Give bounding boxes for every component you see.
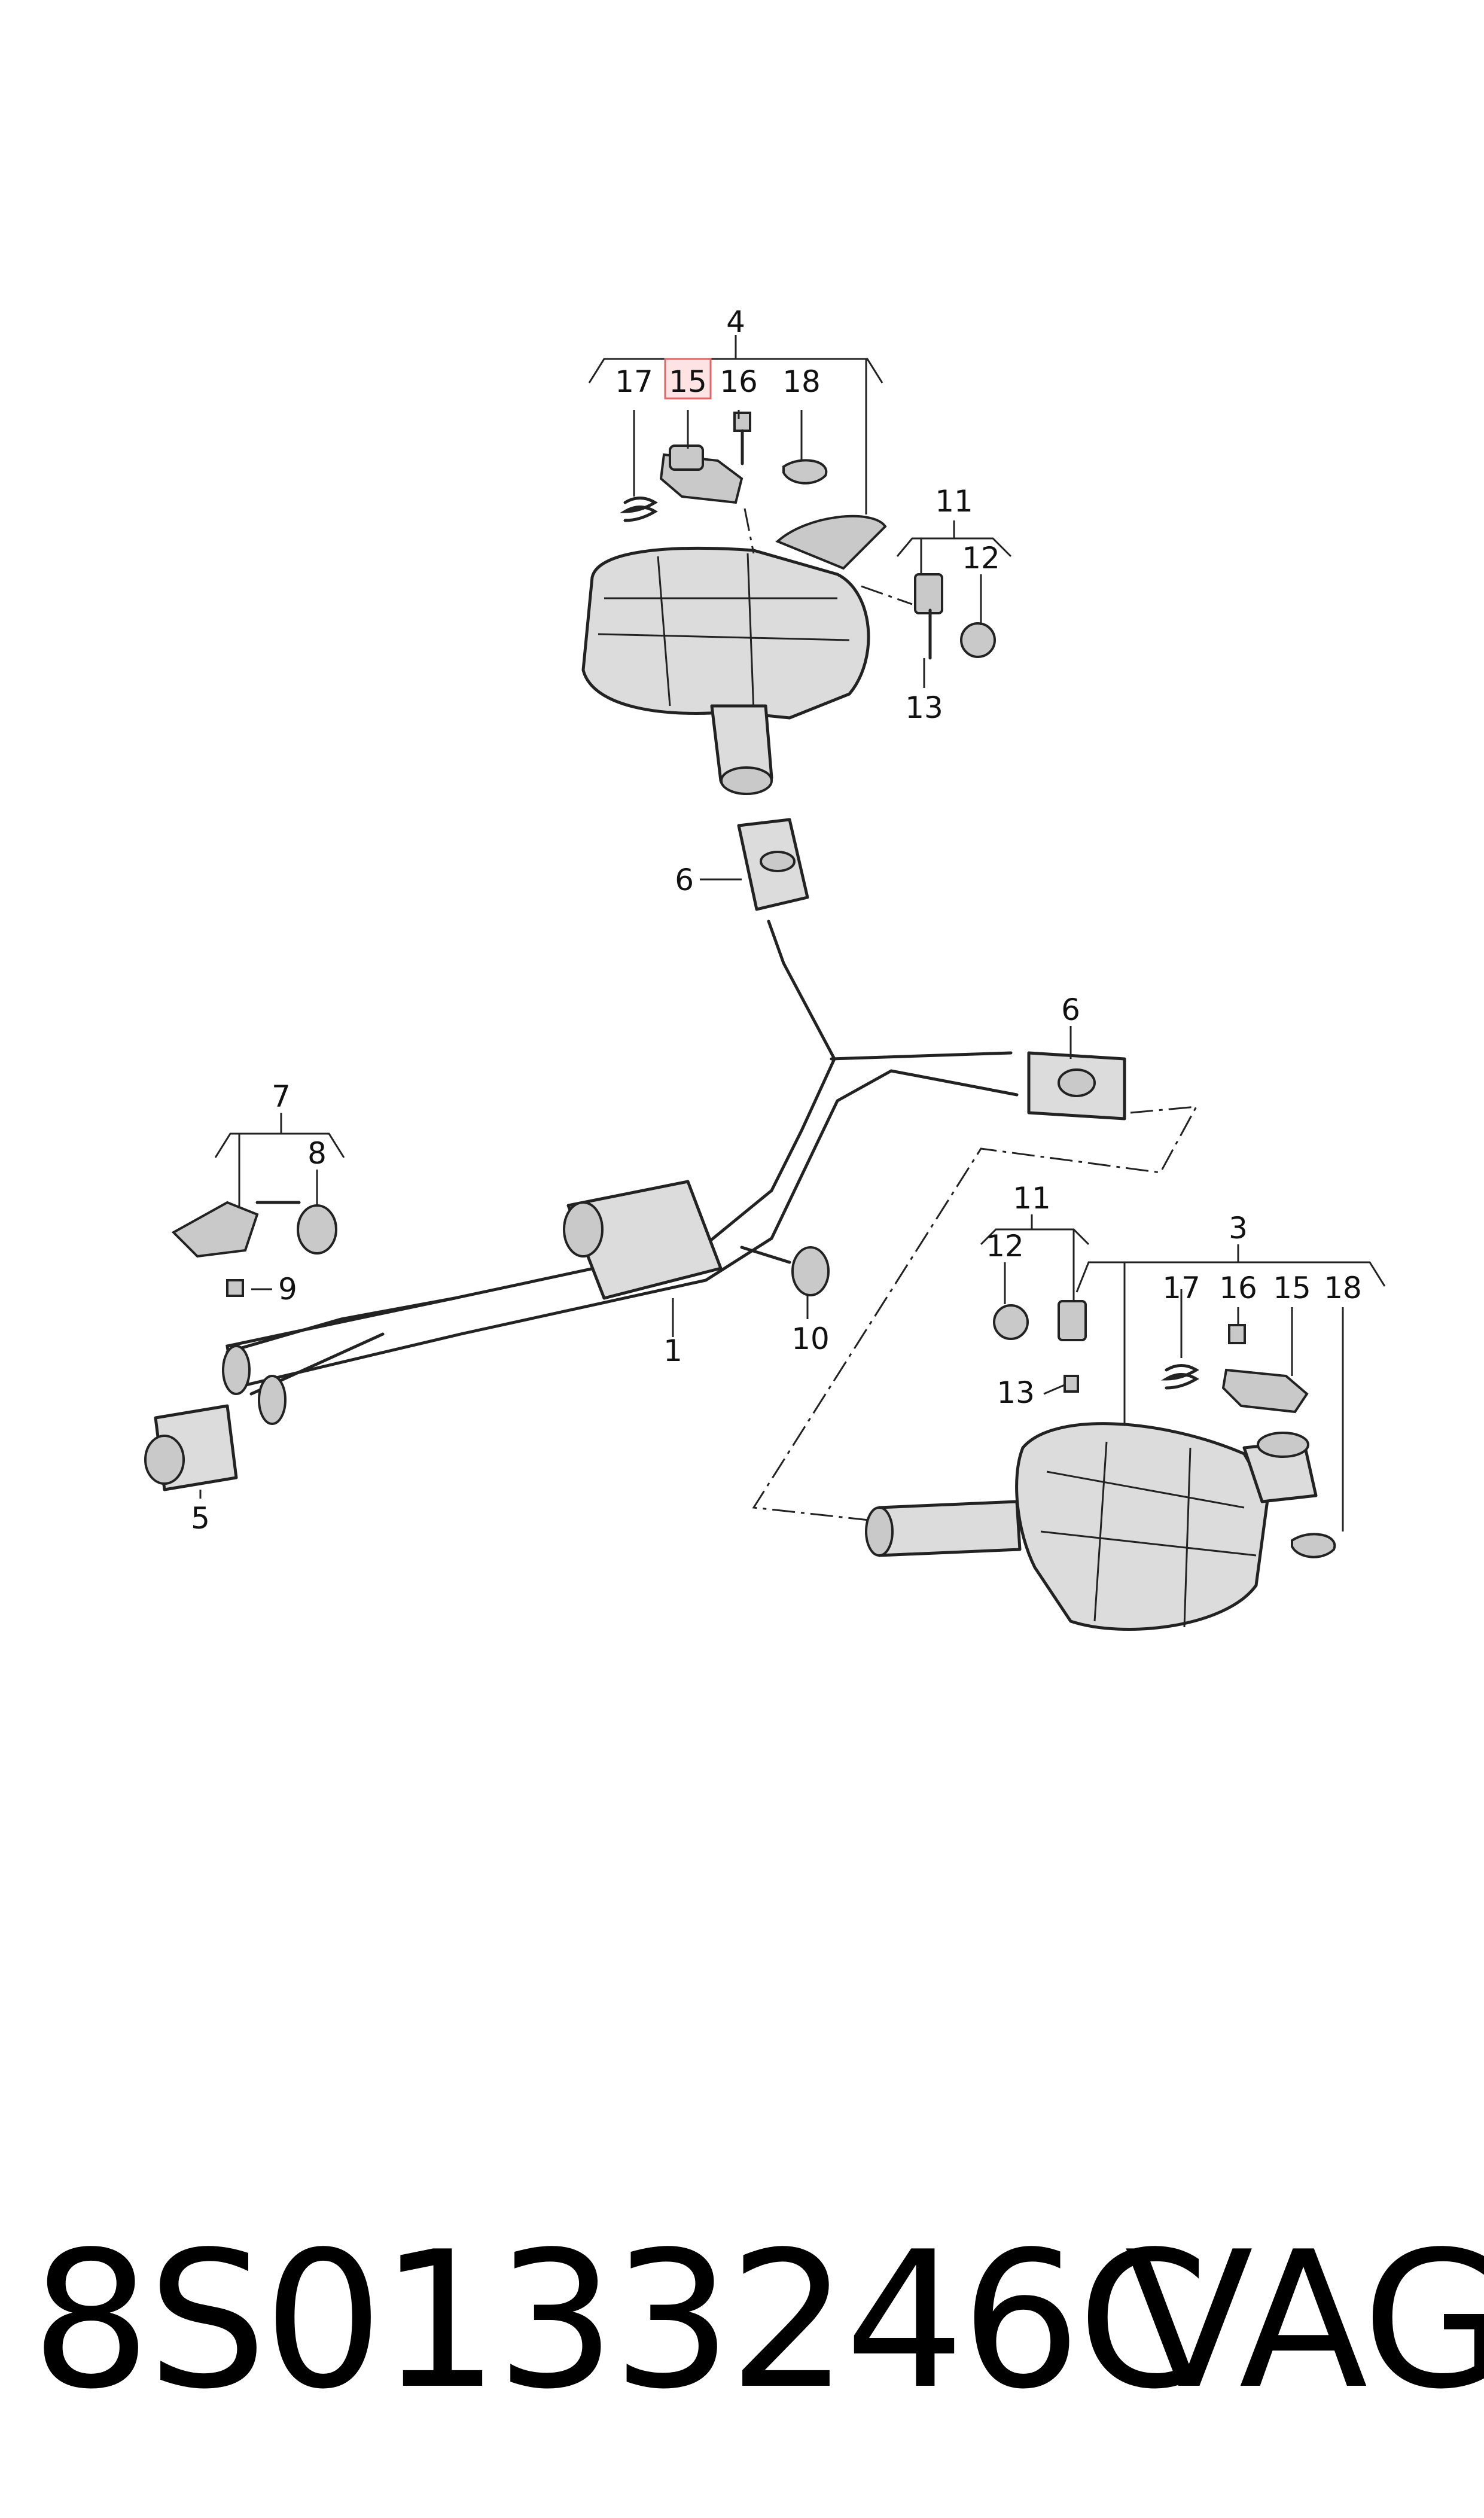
tailpipe-upper xyxy=(710,704,773,795)
bolt-16-upper xyxy=(733,412,751,465)
callout-15-highlighted: 15 xyxy=(669,364,707,399)
part-number-caption: 8S0133246C xyxy=(31,2212,1209,2431)
rubber-mount-10 xyxy=(740,1246,830,1296)
sensor-15-upper xyxy=(659,444,743,504)
callout-17: 17 xyxy=(615,364,653,399)
leader-lines xyxy=(199,335,1386,1531)
callout-15: 15 xyxy=(1273,1271,1311,1305)
callout-6: 6 xyxy=(1061,992,1080,1027)
sensor-15-lower xyxy=(1221,1368,1309,1414)
callout-7: 7 xyxy=(272,1079,291,1114)
front-pipe-system xyxy=(222,919,1019,1425)
clamp-5-front xyxy=(144,1404,238,1491)
callout-11: 11 xyxy=(1013,1181,1051,1216)
hanger-bracket-11-lower xyxy=(993,1300,1087,1393)
highlight-box-15 xyxy=(664,358,712,400)
callout-4: 4 xyxy=(726,305,745,339)
spring-17-lower xyxy=(1160,1364,1199,1390)
callout-13: 13 xyxy=(997,1375,1035,1410)
callout-5: 5 xyxy=(191,1501,210,1536)
clamp-6-right xyxy=(1027,1051,1126,1121)
callout-16: 16 xyxy=(720,364,758,399)
inlet-pipe-lower xyxy=(865,1500,1022,1557)
callout-9: 9 xyxy=(278,1272,297,1307)
bolt-9 xyxy=(226,1279,244,1297)
callout-12: 12 xyxy=(962,541,1000,576)
callout-12: 12 xyxy=(986,1229,1024,1263)
callout-3: 3 xyxy=(1229,1211,1248,1246)
tailpipe-lower xyxy=(1242,1432,1318,1503)
callout-18: 18 xyxy=(1324,1271,1362,1305)
bracket-7 xyxy=(171,1201,301,1258)
callout-8: 8 xyxy=(307,1136,327,1171)
callout-11: 11 xyxy=(935,484,973,519)
callout-17: 17 xyxy=(1162,1271,1200,1305)
callout-6: 6 xyxy=(675,863,694,897)
clamp-6-upper xyxy=(737,818,809,911)
bolt-16-lower xyxy=(1228,1324,1246,1344)
rear-silencer-lower xyxy=(1015,1422,1270,1631)
rear-silencer-upper xyxy=(581,514,887,720)
rubber-mount-8 xyxy=(297,1204,337,1255)
spring-17-upper xyxy=(619,497,658,522)
callout-labels: 4 17 15 16 18 11 12 13 6 6 7 8 9 10 1 5 … xyxy=(191,305,1362,1536)
clip-18-upper xyxy=(782,459,828,485)
callout-16: 16 xyxy=(1219,1271,1257,1305)
centre-silencer-1 xyxy=(563,1180,723,1300)
clip-18-lower xyxy=(1291,1533,1336,1558)
callout-10: 10 xyxy=(791,1322,830,1356)
callout-18: 18 xyxy=(782,364,821,399)
brand-caption: VAG xyxy=(1125,2212,1484,2431)
callout-1: 1 xyxy=(663,1333,682,1368)
callout-13: 13 xyxy=(905,690,943,725)
hanger-bracket-11-upper xyxy=(861,573,996,660)
